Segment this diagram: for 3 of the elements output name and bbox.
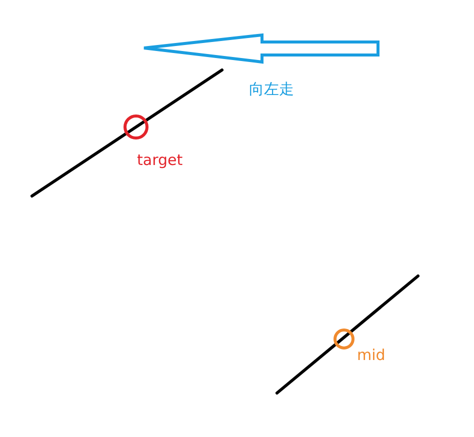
point-label: mid (357, 348, 386, 363)
direction-label: 向左走 (249, 82, 294, 97)
point-label: target (137, 153, 183, 168)
